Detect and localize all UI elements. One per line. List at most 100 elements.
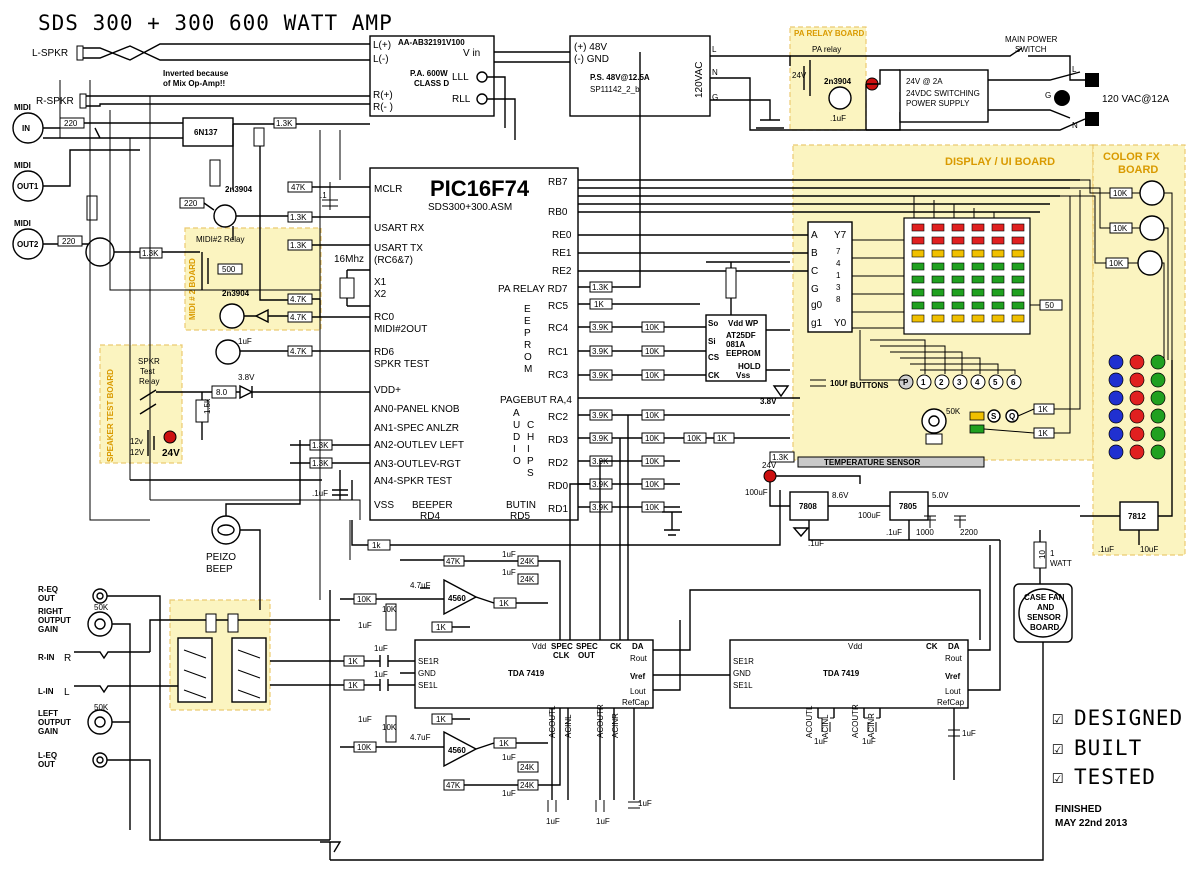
svg-text:1uF: 1uF	[502, 568, 516, 577]
pin-rc2: RC2	[548, 412, 568, 423]
midi-in-label: IN	[22, 124, 30, 133]
matrix-led	[991, 288, 1005, 297]
opto-label: 6N137	[194, 128, 218, 137]
zener-3v8	[772, 385, 790, 398]
status-tested: TESTED	[1074, 765, 1156, 789]
fan-r10-label: 10	[1038, 550, 1047, 559]
mains-n: N	[1072, 121, 1078, 130]
svg-text:10K: 10K	[357, 743, 372, 752]
matrix-led	[911, 262, 925, 271]
eeprom-part-3: EEPROM	[726, 349, 761, 358]
pin-an3: AN3-OUTLEV-RGT	[374, 459, 461, 470]
midi2-relay-coil	[201, 252, 209, 290]
svg-text:1uF: 1uF	[374, 644, 388, 653]
spkr-relay-label-3: Relay	[139, 377, 159, 386]
spi-wires	[578, 326, 800, 399]
mcu-right-pins: RB7 RB0 RE0 RE1 RE2 PA RELAY RD7 RC5 RC4…	[498, 177, 572, 515]
svg-text:10K: 10K	[1113, 224, 1128, 233]
svg-text:H: H	[527, 432, 534, 443]
audio-bus-down	[569, 415, 629, 640]
svg-text:1uF: 1uF	[502, 550, 516, 559]
matrix-led	[991, 223, 1005, 232]
beeper-r1k	[367, 539, 391, 551]
matrix-led	[951, 223, 965, 232]
svg-text:OUTPUT: OUTPUT	[38, 718, 71, 727]
midi2-transistor-label: 2n3904	[222, 289, 250, 298]
matrix-led	[991, 249, 1005, 258]
svg-text:10K: 10K	[645, 480, 660, 489]
reg-diode	[792, 527, 810, 538]
rgb-led	[1108, 372, 1124, 388]
tx-r1k3-label: 1.3K	[290, 241, 307, 250]
eeprom-wires	[706, 261, 790, 371]
tda2-cap2: 1uF	[862, 737, 876, 746]
fan-line-4: BOARD	[1030, 623, 1060, 632]
svg-text:L-EQ: L-EQ	[38, 751, 57, 760]
pin-mclr: MCLR	[374, 184, 402, 195]
amp-part: AA-AB32191V100	[398, 38, 465, 47]
spkr-relay-label-1: SPKR	[138, 357, 160, 366]
svg-text:10K: 10K	[645, 457, 660, 466]
tda2-ck: CK	[926, 642, 938, 651]
rgb-led	[1129, 372, 1145, 388]
r-spkr-wires	[86, 95, 370, 107]
pin-re1: RE1	[552, 248, 572, 259]
amp-module	[369, 35, 495, 117]
ui-button-5	[988, 374, 1004, 390]
tda7419-2	[729, 639, 969, 709]
matrix-led	[951, 249, 965, 258]
tda1-spec2: SPEC	[576, 642, 598, 651]
reg-7812-cap2: 10uF	[1140, 545, 1158, 554]
midi2-cap: 1uF	[238, 337, 252, 346]
ui-button-label: 2	[939, 378, 944, 387]
status-checklist: ☑ DESIGNED ☑ BUILT ☑ TESTED	[1052, 706, 1182, 789]
led-green-ui	[969, 424, 985, 434]
cap-10uf-ui-label: 10Uf	[830, 379, 848, 388]
matrix-led	[931, 301, 945, 310]
svg-text:E: E	[524, 304, 531, 315]
spkr-12v-a: 12v	[130, 437, 143, 446]
tda1-se1l: SE1L	[418, 681, 438, 690]
amp-lll: LLL	[452, 72, 469, 83]
pin-ra4: PAGEBUT RA,4	[500, 395, 572, 406]
matrix-led	[951, 301, 965, 310]
pa-relay-board-label: PA RELAY BOARD	[794, 29, 864, 38]
rgb-led	[1129, 408, 1145, 424]
svg-text:OUT: OUT	[38, 760, 55, 769]
psu-desc-2: SP11142_2_b	[590, 85, 640, 94]
pin-rd1: RD1	[548, 504, 568, 515]
matrix-led	[911, 288, 925, 297]
rgb-led	[1108, 444, 1124, 460]
svg-text:1.3K: 1.3K	[312, 441, 329, 450]
amp-rplus: R(+)	[373, 90, 393, 101]
btn-s-label: S	[991, 412, 997, 421]
ui-button-4	[970, 374, 986, 390]
amp-lminus: L(-)	[373, 54, 389, 65]
colorfx-q1	[1139, 180, 1165, 206]
tda1-caps	[547, 800, 640, 812]
svg-text:O: O	[513, 456, 521, 467]
matrix-led	[951, 288, 965, 297]
tda1-vdd: Vdd	[532, 642, 546, 651]
rd7-rc5-wires	[578, 52, 700, 305]
buttons-label: BUTTONS	[850, 381, 889, 390]
temp-r1k3	[769, 451, 795, 463]
matrix-led	[931, 262, 945, 271]
svg-text:P: P	[524, 328, 531, 339]
svg-text:50K: 50K	[94, 603, 109, 612]
spkr-fuse	[163, 430, 177, 444]
mains-plug-l	[1085, 73, 1099, 87]
piezo-label-2: BEEP	[206, 564, 233, 575]
tda2-se1r: SE1R	[733, 657, 754, 666]
psu-vac: 120VAC	[694, 61, 705, 98]
spkr-12v-b: 12V	[130, 448, 145, 457]
audio-io-wires	[74, 595, 340, 841]
amp-lplus: L(+)	[373, 40, 391, 51]
rd6-r4k7-label: 4.7K	[290, 347, 307, 356]
svg-text:E: E	[524, 316, 531, 327]
tda1-wires	[551, 589, 981, 800]
svg-text:3.9K: 3.9K	[592, 347, 609, 356]
rgb-led	[1108, 354, 1124, 370]
rgb-leds	[1108, 354, 1166, 460]
zone-pa-relay	[789, 26, 867, 131]
